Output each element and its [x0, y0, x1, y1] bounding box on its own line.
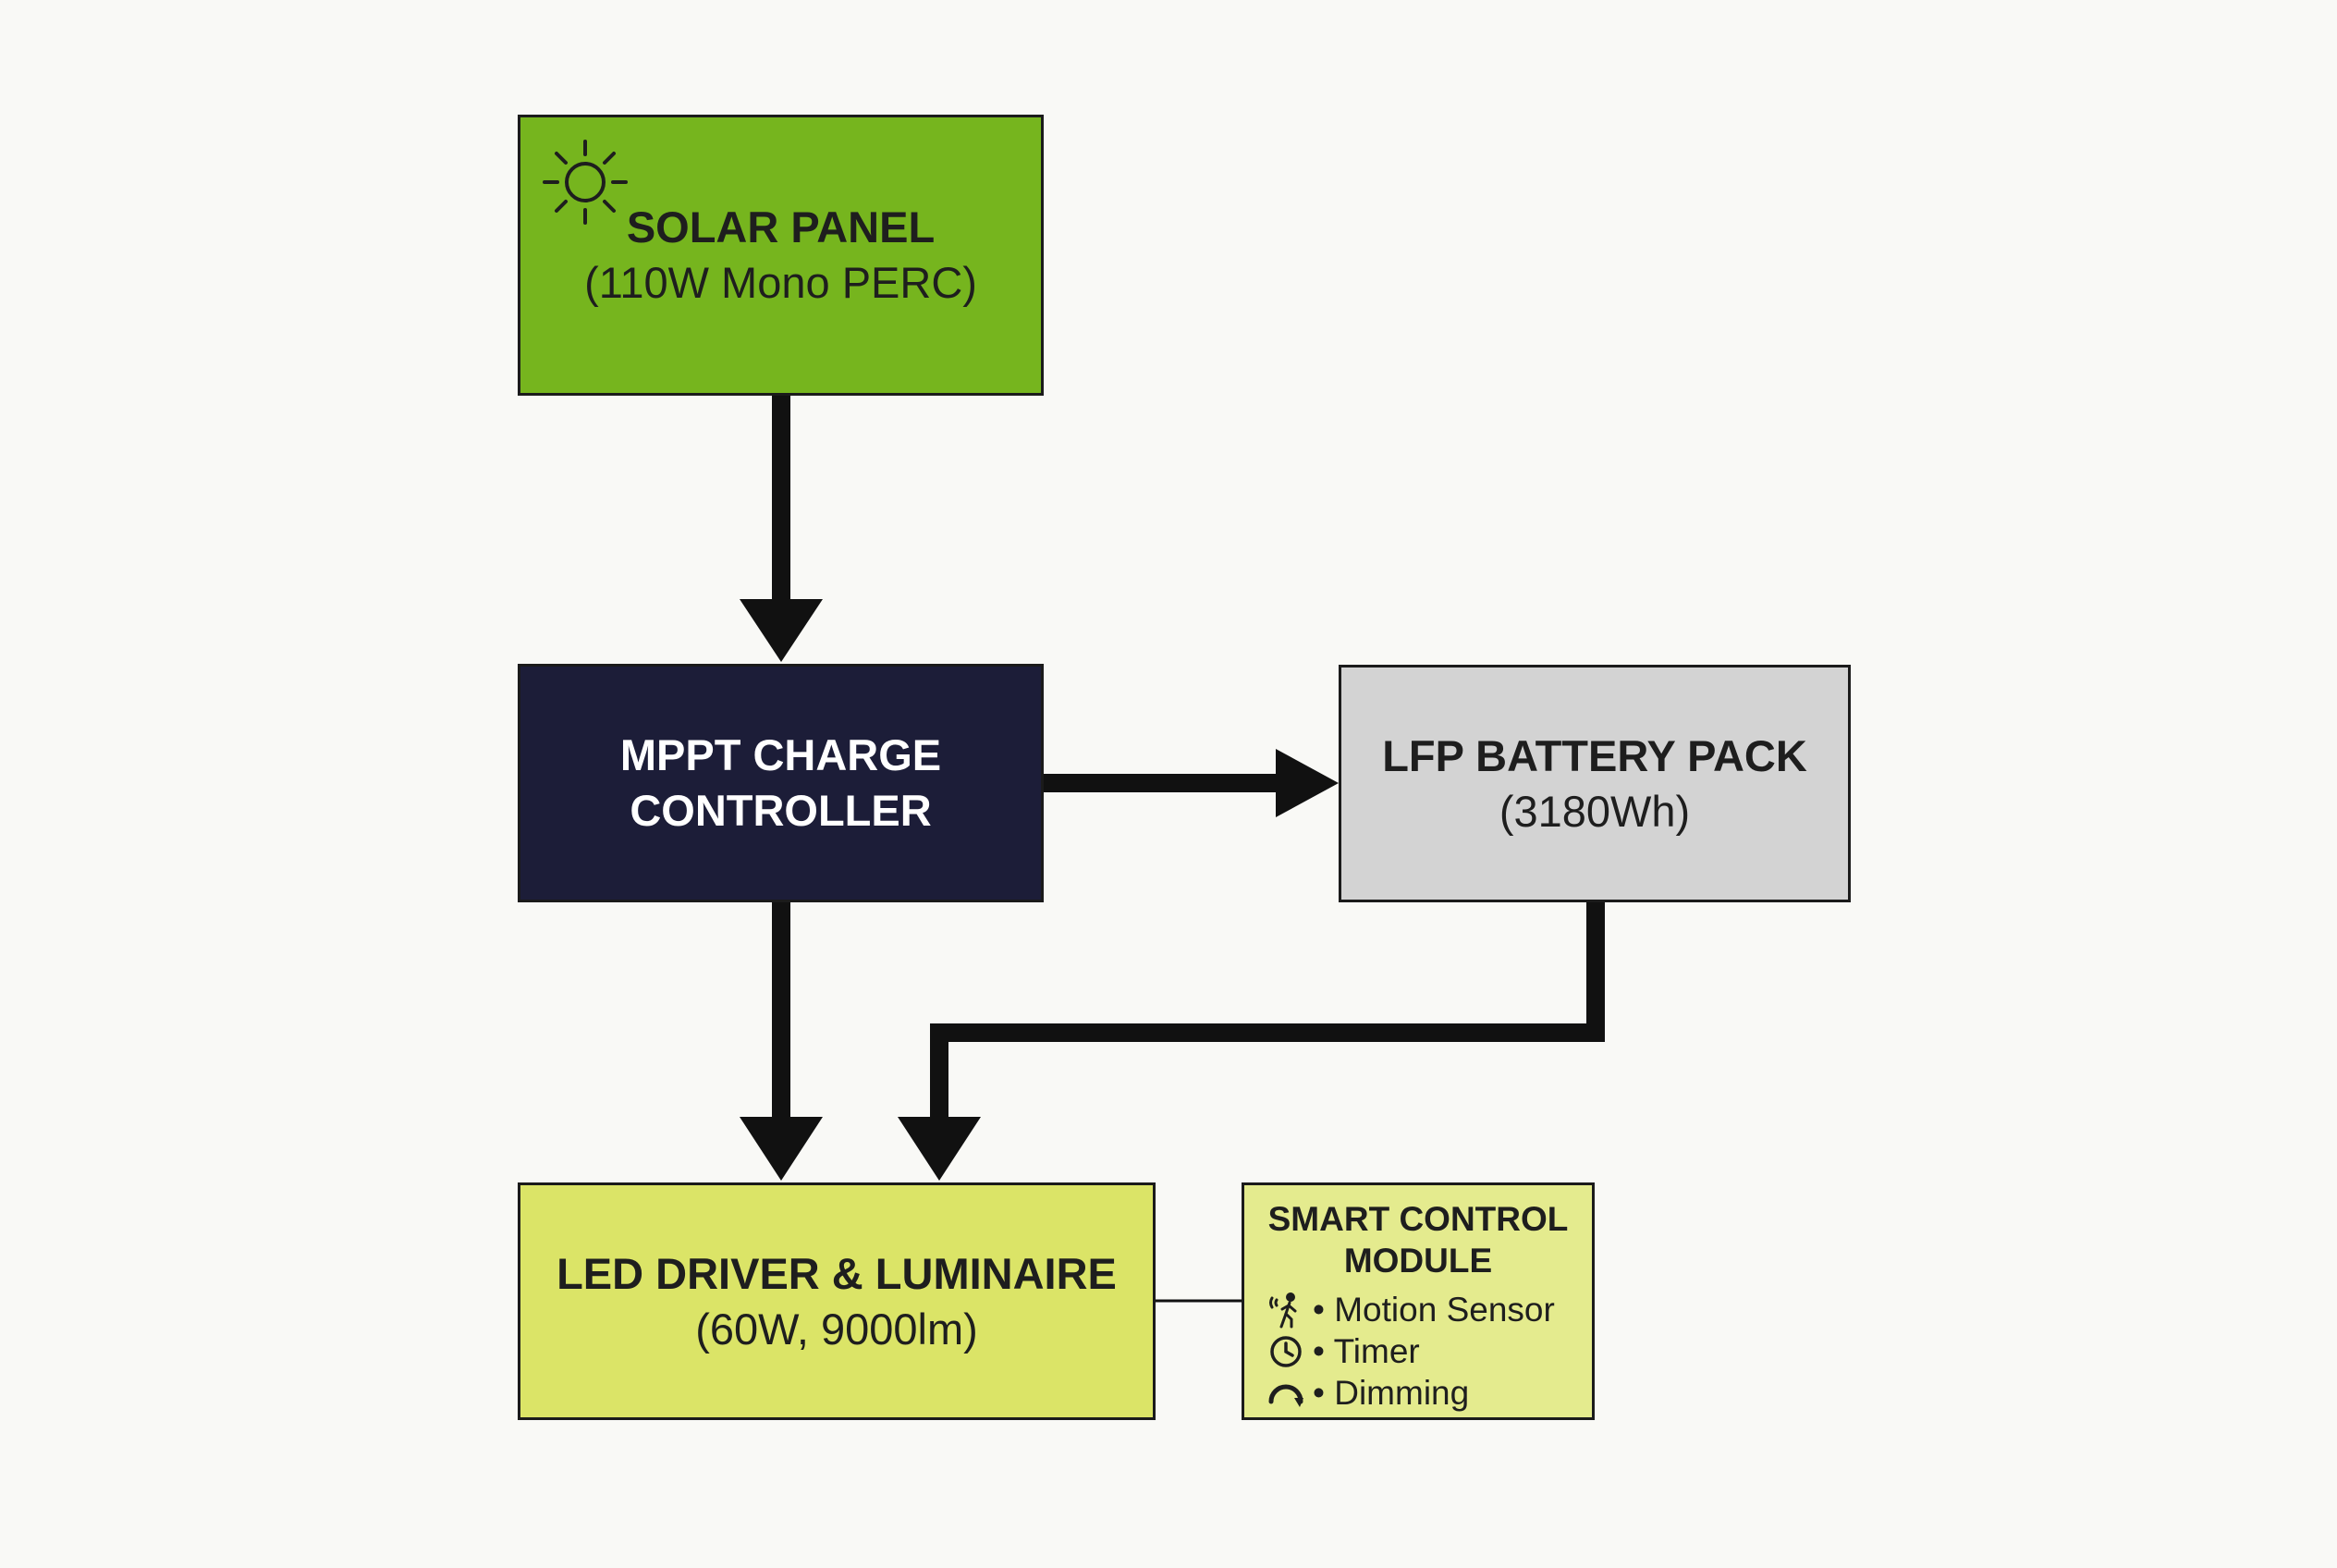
solar-panel-spec: (110W Mono PERC) [584, 258, 977, 307]
arrow-solar-to-controller [740, 396, 823, 662]
controller-title-line2: CONTROLLER [630, 786, 932, 835]
feature-motion-sensor: • Motion Sensor [1266, 1289, 1555, 1330]
arrow-battery-to-led [898, 902, 1605, 1181]
feature-dimming-label: • Dimming [1313, 1373, 1470, 1412]
solar-panel-block: SOLAR PANEL (110W Mono PERC) [518, 115, 1044, 396]
feature-timer-label: • Timer [1313, 1331, 1420, 1370]
controller-title-line1: MPPT CHARGE [619, 730, 942, 779]
arrow-controller-to-battery [1044, 749, 1339, 817]
battery-title: LFP BATTERY PACK [1382, 730, 1807, 780]
dimming-icon [1268, 1384, 1303, 1407]
timer-icon [1270, 1335, 1302, 1367]
battery-capacity: (3180Wh) [1499, 786, 1691, 836]
luminaire-title: LED DRIVER & LUMINAIRE [557, 1248, 1117, 1298]
mppt-controller-block: MPPT CHARGE CONTROLLER [518, 664, 1044, 902]
battery-pack-block: LFP BATTERY PACK (3180Wh) [1339, 665, 1851, 902]
motion-sensor-icon [1269, 1292, 1297, 1328]
feature-dimming: • Dimming [1266, 1372, 1555, 1414]
led-luminaire-block: LED DRIVER & LUMINAIRE (60W, 9000lm) [518, 1182, 1156, 1420]
smart-control-title-line2: MODULE [1343, 1242, 1493, 1280]
luminaire-spec: (60W, 9000lm) [695, 1304, 978, 1354]
feature-timer: • Timer [1266, 1330, 1555, 1372]
sun-icon [543, 140, 628, 225]
smart-control-title-line1: SMART CONTROL [1267, 1200, 1569, 1238]
smart-control-module-block: SMART CONTROL MODULE • Motion Sensor [1242, 1182, 1595, 1420]
solar-panel-title: SOLAR PANEL [626, 202, 936, 251]
arrow-controller-to-led [740, 902, 823, 1181]
feature-motion-sensor-label: • Motion Sensor [1313, 1290, 1555, 1329]
feature-list: • Motion Sensor • Timer • Dimming [1244, 1289, 1555, 1414]
